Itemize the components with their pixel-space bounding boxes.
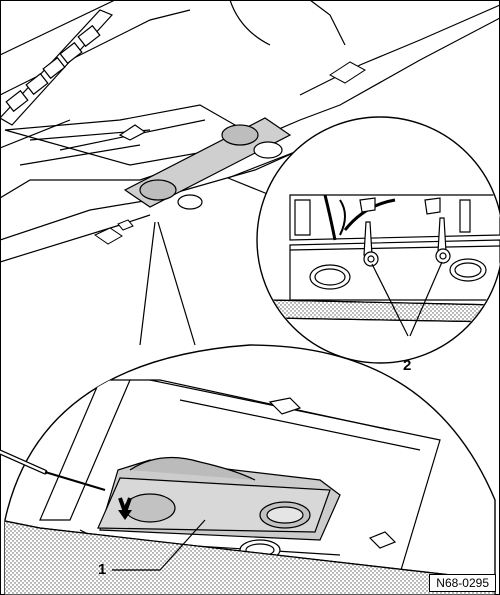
callout-2: 2 xyxy=(403,357,412,374)
visor-clip xyxy=(93,61,366,245)
leader-2b xyxy=(409,261,443,337)
leader-1 xyxy=(112,519,206,571)
reading-lamp-overview xyxy=(123,117,292,210)
detail-circle-removal xyxy=(0,344,496,595)
overhead-console xyxy=(0,9,236,166)
detail-circle-screws xyxy=(256,116,500,364)
removal-arrow xyxy=(118,497,132,520)
leader-2a xyxy=(371,263,409,337)
callout-1: 1 xyxy=(98,561,107,578)
screwdriver xyxy=(0,449,106,491)
figure-reference-code: N68-0295 xyxy=(429,574,496,592)
magnifier-leaders xyxy=(139,149,301,346)
screw-pair xyxy=(363,217,451,267)
